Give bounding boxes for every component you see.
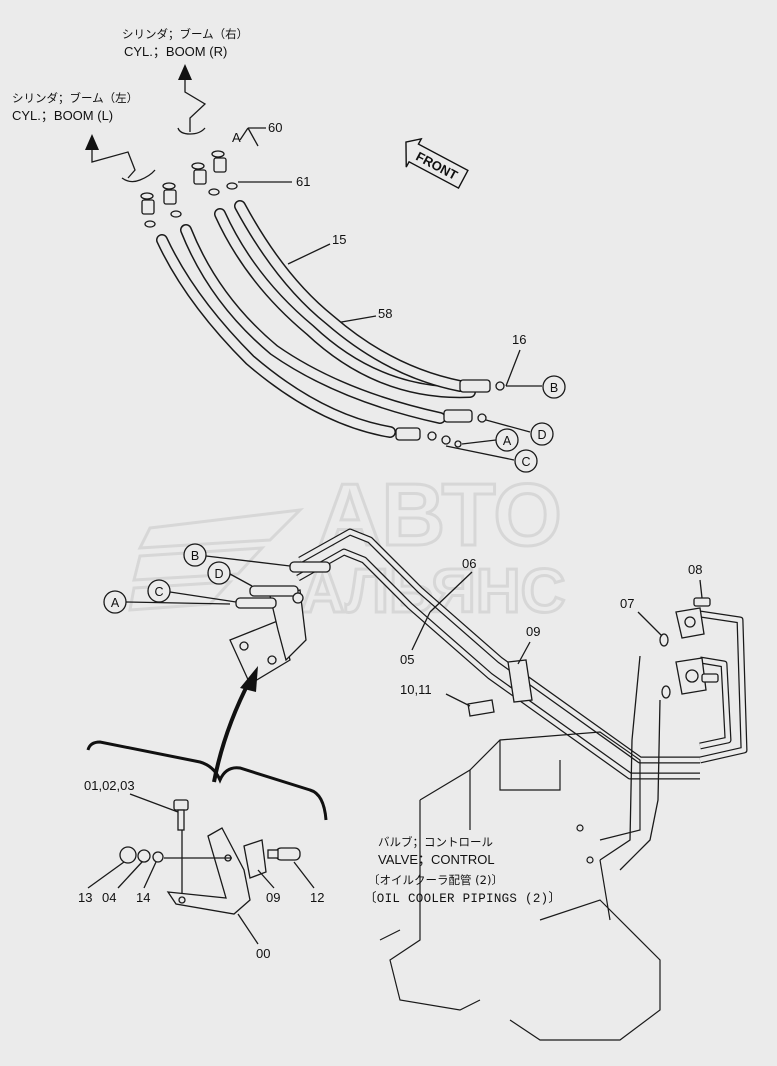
circled-A-right: A: [461, 428, 519, 452]
leader-08: [699, 579, 703, 599]
callout-58: 58: [378, 306, 392, 321]
exploded-detail: [119, 799, 301, 915]
svg-text:D: D: [537, 428, 546, 442]
circled-D-right: D: [485, 419, 554, 446]
svg-text:B: B: [550, 381, 558, 395]
circled-C-right: C: [445, 445, 538, 473]
leader-15: [287, 243, 331, 265]
circled-A-left: A: [103, 590, 231, 614]
control-valve: [379, 731, 661, 1041]
boom-left-jp-label: シリンダ；ブーム（左）: [12, 91, 138, 105]
watermark: АВТО АЛЬЯНС: [128, 464, 567, 628]
valve-en-label: VALVE；CONTROL: [378, 852, 495, 868]
callout-00: 00: [256, 946, 270, 961]
leader-09: [517, 641, 531, 665]
leader-04: [117, 861, 143, 889]
front-arrow: FRONT: [405, 137, 469, 190]
leader-10-11: [445, 693, 471, 707]
circled-D-left: D: [207, 561, 253, 587]
bracket-assembly: [229, 561, 331, 685]
callout-04: 04: [102, 890, 116, 905]
leader-60: [239, 127, 266, 147]
callout-12: 12: [310, 890, 324, 905]
callout-60: 60: [268, 120, 282, 135]
callout-61: 61: [296, 174, 310, 189]
pipe-clamp: [467, 659, 533, 717]
callout-10-11: 10,11: [400, 682, 432, 697]
svg-text:C: C: [154, 585, 163, 599]
callout-01-02-03: 01,02,03: [84, 778, 135, 793]
cooler-jp-label: 〔オイルクーラ配管 (2)〕: [368, 873, 503, 887]
callout-09: 09: [526, 624, 540, 639]
svg-text:C: C: [521, 455, 530, 469]
callout-16: 16: [512, 332, 526, 347]
svg-text:D: D: [214, 567, 223, 581]
flange-fittings: [659, 597, 719, 699]
leader-13: [87, 861, 125, 889]
hose-group-upper: [156, 200, 476, 438]
circled-B-right: B: [506, 375, 566, 399]
svg-text:A: A: [503, 434, 512, 448]
callout-09-detail: 09: [266, 890, 280, 905]
leader-06: [429, 571, 473, 613]
boom-right-en-label: CYL.；BOOM (R): [124, 44, 227, 60]
svg-text:A: A: [111, 596, 120, 610]
valve-jp-label: バルブ；コントロール: [378, 835, 493, 849]
hose-fittings-top: [140, 150, 238, 228]
callout-06: 06: [462, 556, 476, 571]
leader-16: [505, 349, 521, 387]
callout-15: 15: [332, 232, 346, 247]
boom-right-jp-label: シリンダ；ブーム（右）: [122, 27, 248, 41]
detail-arrow: [86, 666, 328, 821]
arrow-to-boom-left: [85, 134, 156, 183]
callout-05: 05: [400, 652, 414, 667]
leader-05: [411, 611, 431, 651]
callout-07: 07: [620, 596, 634, 611]
circled-B-left: B: [183, 543, 291, 567]
callout-14: 14: [136, 890, 150, 905]
callout-08: 08: [688, 562, 702, 577]
watermark-line1: АВТО: [318, 465, 562, 564]
leader-01-02-03: [129, 793, 179, 813]
watermark-line2: АЛЬЯНС: [300, 557, 565, 626]
svg-text:B: B: [191, 549, 199, 563]
leader-00: [237, 913, 259, 945]
leader-14: [143, 861, 157, 889]
leader-12: [293, 861, 315, 889]
leader-09-detail: [257, 869, 275, 889]
hose-end-fittings: [395, 379, 505, 448]
callout-13: 13: [78, 890, 92, 905]
arrow-to-boom-right: [177, 64, 207, 135]
leader-07: [637, 611, 663, 637]
cooler-en-label: 〔OIL COOLER PIPINGS (2)〕: [364, 891, 561, 906]
callout-A-top: A: [232, 130, 241, 145]
boom-left-en-label: CYL.；BOOM (L): [12, 108, 113, 124]
